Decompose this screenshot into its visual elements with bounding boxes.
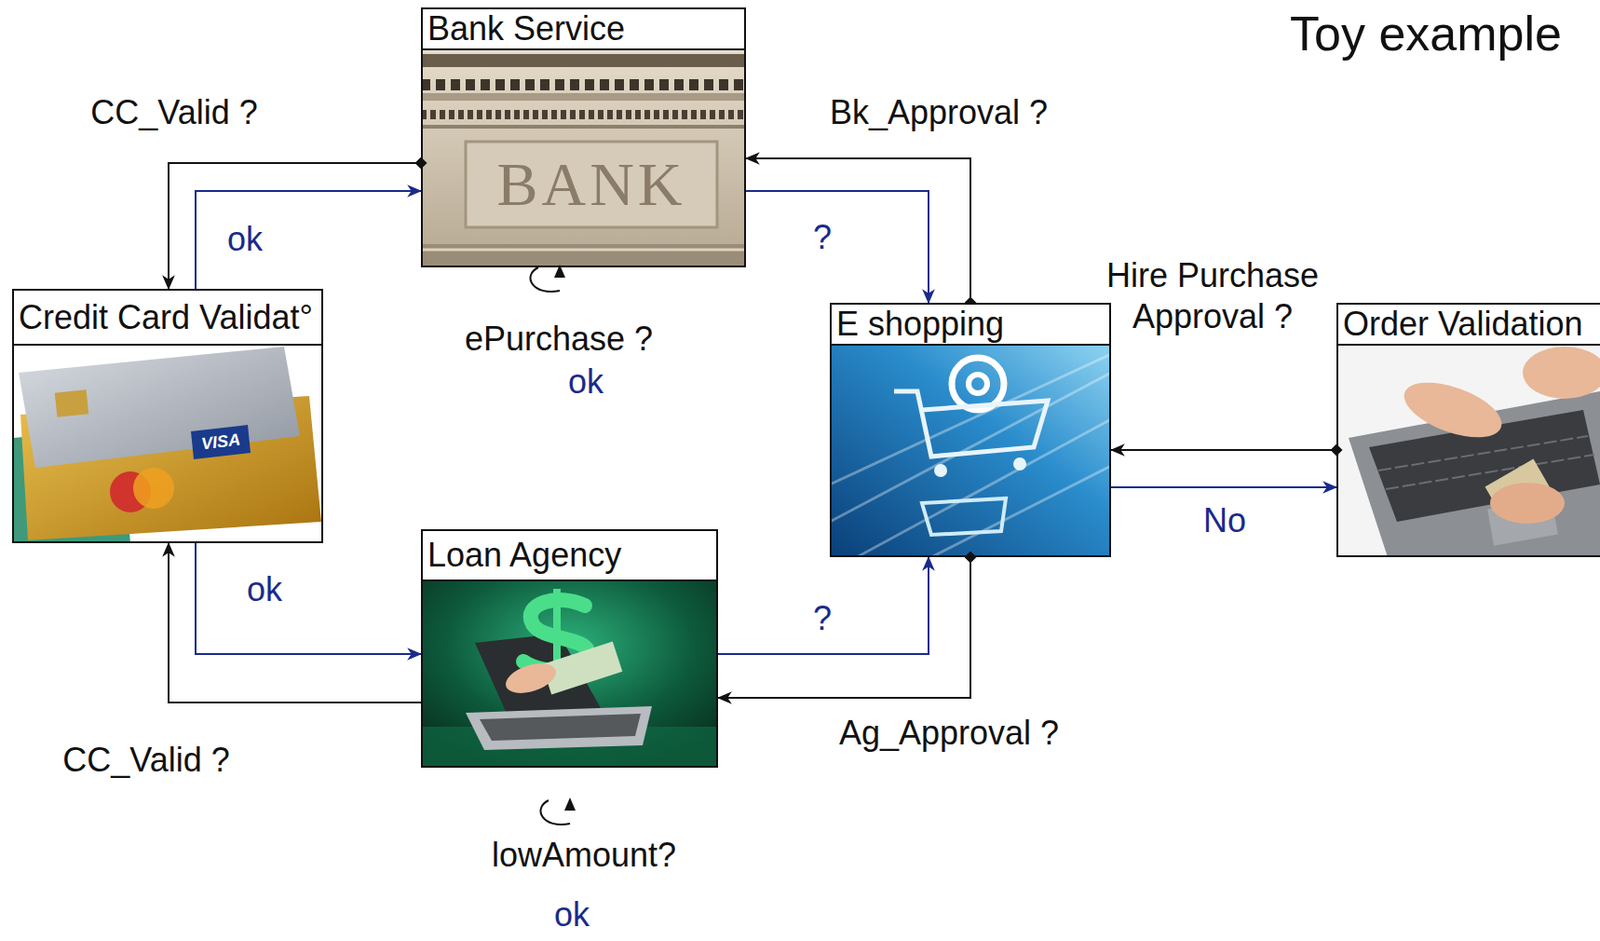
- reply-arrow: [745, 190, 929, 303]
- box-title: Credit Card Validat°: [18, 298, 313, 337]
- reply-arrow: [718, 556, 929, 654]
- reply-arrow: [1111, 486, 1337, 489]
- box-heading: E shopping: [831, 304, 1110, 346]
- edge-label: Bk_Approval ?: [829, 93, 1048, 133]
- service-box: Loan Agency: [420, 528, 719, 768]
- reply-arrow: [195, 190, 421, 289]
- order-validation-picture: [1336, 343, 1600, 557]
- edge-label: ok: [227, 219, 263, 259]
- bank-picture: [420, 47, 746, 268]
- request-arrow: [168, 542, 421, 703]
- service-box: Credit Card Validat°: [12, 288, 324, 543]
- self-loop-label: lowAmount?: [491, 835, 677, 875]
- edge-label: ?: [813, 217, 832, 258]
- box-title: Loan Agency: [427, 536, 622, 574]
- box-title: E shopping: [836, 305, 1004, 343]
- service-box: Bank Service: [420, 7, 746, 268]
- engraved-text: BANK: [496, 151, 686, 217]
- loan-agency-picture: [420, 578, 719, 768]
- box-heading: Bank Service: [422, 9, 745, 51]
- service-box: Order Validation: [1336, 302, 1600, 557]
- service-box: E shopping: [829, 302, 1112, 557]
- box-heading: Loan Agency: [422, 530, 717, 582]
- self-loop-label: ePurchase ?: [464, 319, 653, 359]
- request-arrow: [718, 556, 971, 698]
- edge-label: Ag_Approval ?: [839, 713, 1059, 753]
- box-heading: Credit Card Validat°: [13, 290, 322, 346]
- reply-arrow: [195, 542, 421, 654]
- edge-label: ok: [246, 569, 283, 610]
- credit-card-picture: [12, 343, 324, 543]
- edge-label: CC_Valid ?: [62, 740, 230, 780]
- edge-label: ?: [813, 598, 832, 638]
- box-title: Order Validation: [1342, 305, 1583, 343]
- request-arrow: [745, 158, 971, 303]
- diagram-title: Toy example: [1289, 5, 1562, 62]
- box-heading: Order Validation: [1338, 304, 1600, 346]
- self-loop-reply: ok: [568, 362, 604, 402]
- edge-label: No: [1203, 501, 1247, 541]
- e-shopping-picture: [829, 343, 1112, 557]
- self-loop-reply: ok: [554, 894, 590, 935]
- request-arrow: [1111, 448, 1337, 451]
- request-arrow: [168, 162, 421, 289]
- edge-label: CC_Valid ?: [90, 93, 258, 133]
- box-title: Bank Service: [427, 10, 625, 48]
- edge-label: Hire Purchase Approval ?: [1096, 255, 1329, 338]
